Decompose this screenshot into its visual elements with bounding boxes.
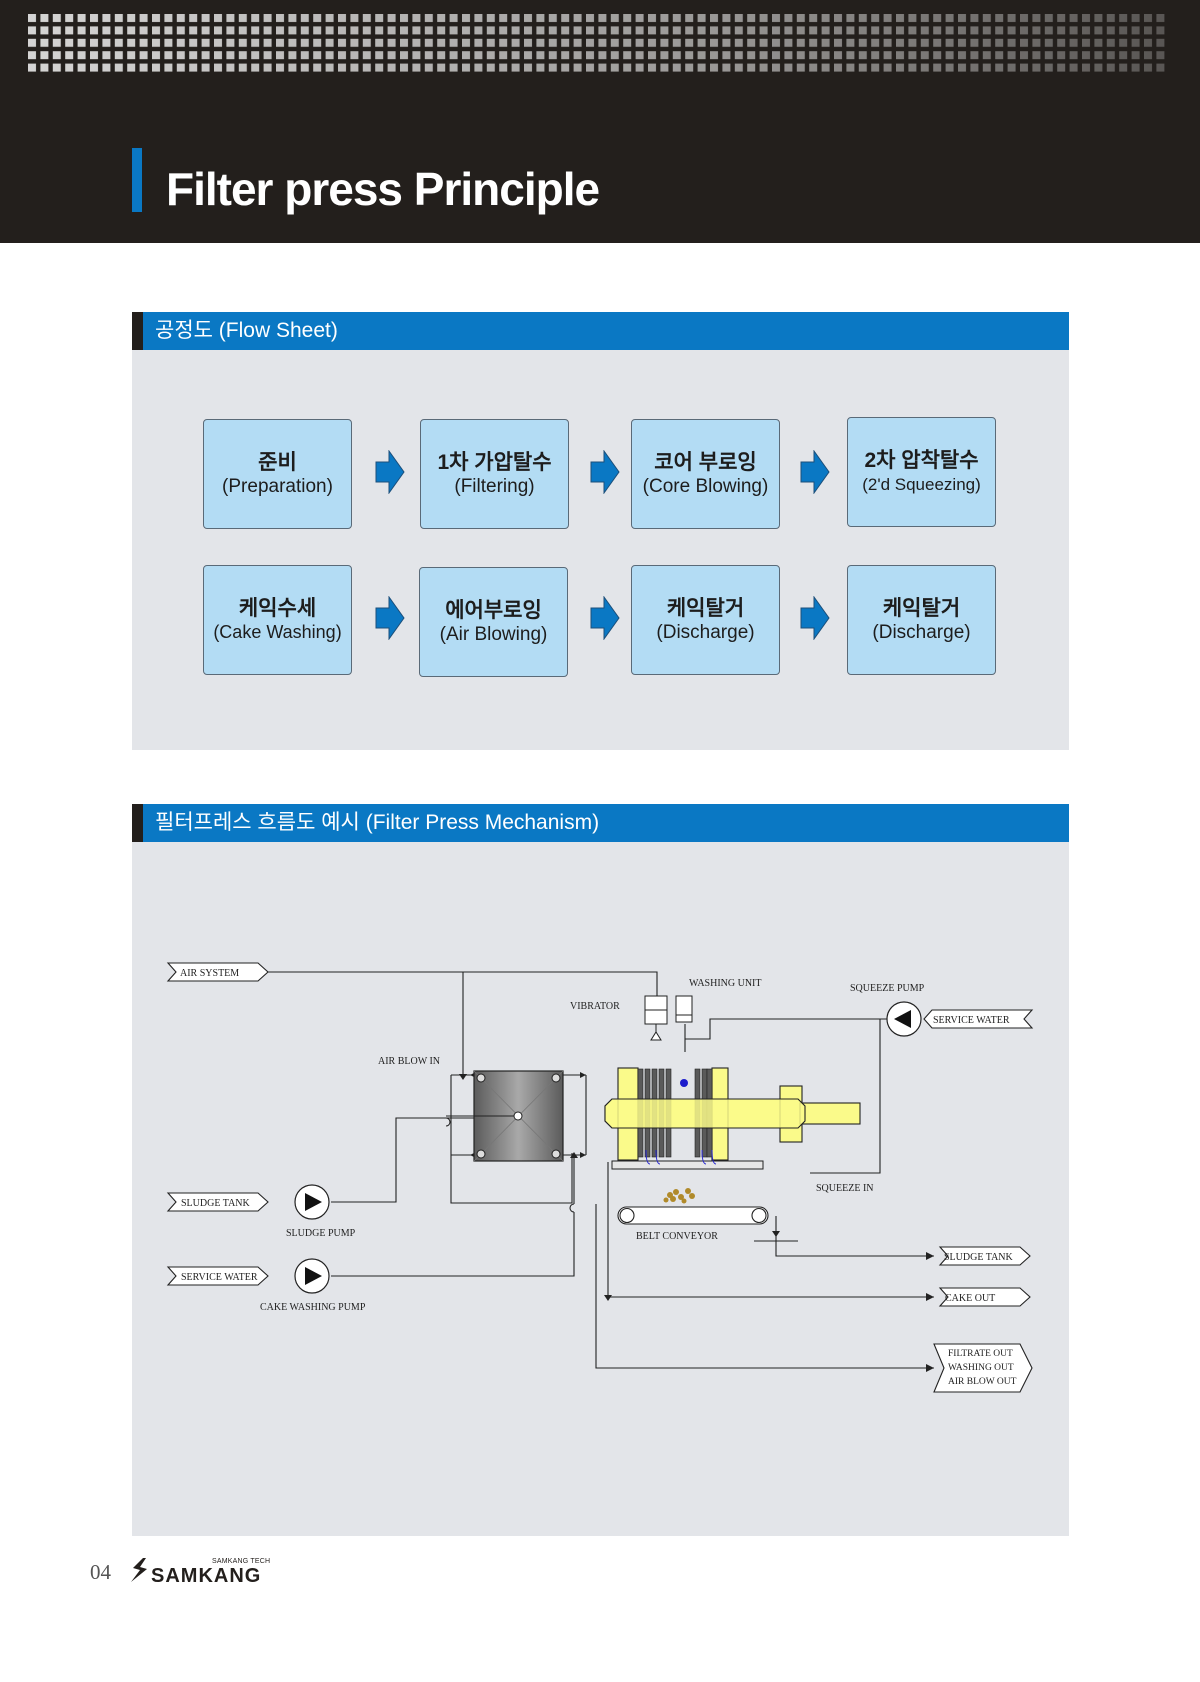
step-label-ko: 케익수세 (238, 597, 317, 620)
cake-washing-pump-label: CAKE WASHING PUMP (260, 1302, 366, 1313)
flow-arrow-icon (800, 596, 830, 640)
mechanism-title: 필터프레스 흐름도 예시 (Filter Press Mechanism) (155, 811, 600, 834)
service-water-right-label: SERVICE WATER (933, 1015, 1010, 1026)
cake-washing-pump-icon (294, 1258, 330, 1294)
filter-plate-block (446, 1070, 564, 1162)
logo-wordmark: SAMKANG (151, 1565, 262, 1587)
flow-step-preparation: 준비 (Preparation) (203, 419, 352, 529)
air-system-label: AIR SYSTEM (180, 968, 239, 979)
flow-step-air-blowing: 에어부로잉 (Air Blowing) (419, 567, 568, 677)
flow-sheet-panel: 준비 (Preparation) 1차 가압탈수 (Filtering) 코어 … (132, 350, 1069, 750)
step-label-ko: 케익탈거 (666, 597, 745, 620)
sludge-pump-label: SLUDGE PUMP (286, 1228, 356, 1239)
air-blow-in-label: AIR BLOW IN (378, 1056, 440, 1067)
washing-nozzle-icon (680, 1079, 688, 1087)
section-header-edge (132, 804, 143, 842)
page-title: Filter press Principle (166, 163, 600, 215)
step-label-en: (Filtering) (454, 476, 535, 497)
filtrate-out-label: FILTRATE OUT (948, 1349, 1013, 1359)
step-label-ko: 에어부로잉 (445, 599, 542, 622)
filter-press-diagram: AIR SYSTEM WASHING UNIT SQUEEZE PUMP VIB… (166, 962, 1034, 1393)
sludge-tank-in-tag (166, 1192, 269, 1212)
flow-sheet-header: 공정도 (Flow Sheet) (132, 312, 1069, 350)
dot-pattern-decoration (28, 14, 1168, 76)
flow-step-discharge-2: 케익탈거 (Discharge) (847, 565, 996, 675)
belt-conveyor-label: BELT CONVEYOR (636, 1231, 718, 1242)
washing-unit-icon (675, 995, 693, 1023)
flow-step-core-blowing: 코어 부로잉 (Core Blowing) (631, 419, 780, 529)
belt-conveyor-icon (617, 1206, 769, 1225)
step-label-en: (Core Blowing) (642, 476, 769, 497)
service-water-right-tag (923, 1009, 1034, 1029)
step-label-ko: 코어 부로잉 (654, 451, 757, 474)
step-label-en: (Discharge) (872, 622, 971, 643)
squeeze-pump-label: SQUEEZE PUMP (850, 983, 925, 994)
page-header: Filter press Principle (0, 0, 1200, 243)
washing-unit-label: WASHING UNIT (689, 978, 762, 989)
cake-out-label: CAKE OUT (945, 1293, 995, 1304)
sludge-tank-right-label: SLUDGE TANK (944, 1252, 1014, 1263)
flow-arrow-icon (375, 596, 405, 640)
section-header-edge (132, 312, 143, 350)
mechanism-panel: AIR SYSTEM WASHING UNIT SQUEEZE PUMP VIB… (132, 842, 1069, 1536)
sludge-tank-out-tag (938, 1246, 1031, 1266)
vibrator-icon (644, 995, 668, 1041)
washing-out-label: WASHING OUT (948, 1363, 1014, 1373)
cake-particles-icon (663, 1188, 695, 1204)
step-label-en: (Discharge) (656, 622, 755, 643)
step-label-en: (2'd Squeezing) (862, 475, 981, 494)
service-water-in-tag (166, 1266, 269, 1286)
filtrate-out-tag (933, 1343, 1033, 1393)
flow-step-discharge: 케익탈거 (Discharge) (631, 565, 780, 675)
filter-press-machine (604, 1067, 861, 1170)
flow-arrow-icon (590, 450, 620, 494)
step-label-en: (Air Blowing) (439, 624, 548, 645)
flow-arrow-icon (590, 596, 620, 640)
logo-tagline: SAMKANG TECH (212, 1558, 271, 1565)
page-number: 04 (90, 1560, 111, 1584)
step-label-en: (Cake Washing) (213, 622, 342, 642)
vibrator-label: VIBRATOR (570, 1001, 620, 1012)
sludge-pump-icon (294, 1184, 330, 1220)
air-blow-out-label: AIR BLOW OUT (948, 1377, 1017, 1387)
step-label-ko: 케익탈거 (882, 597, 961, 620)
cake-out-tag (938, 1287, 1031, 1307)
flow-step-2nd-squeezing: 2차 압착탈수 (2'd Squeezing) (847, 417, 996, 527)
step-label-ko: 준비 (258, 451, 297, 474)
flow-sheet-title: 공정도 (Flow Sheet) (155, 319, 338, 342)
flow-step-filtering: 1차 가압탈수 (Filtering) (420, 419, 569, 529)
squeeze-pump-icon (886, 1001, 922, 1037)
title-accent-bar (132, 148, 142, 212)
step-label-en: (Preparation) (222, 476, 333, 497)
squeeze-in-label: SQUEEZE IN (816, 1183, 874, 1194)
flow-arrow-icon (375, 450, 405, 494)
service-water-left-label: SERVICE WATER (181, 1272, 258, 1283)
step-label-ko: 2차 압착탈수 (864, 449, 979, 472)
mechanism-header: 필터프레스 흐름도 예시 (Filter Press Mechanism) (132, 804, 1069, 842)
samkang-logo-icon (131, 1558, 147, 1582)
flow-arrow-icon (800, 450, 830, 494)
flow-step-cake-washing: 케익수세 (Cake Washing) (203, 565, 352, 675)
sludge-tank-left-label: SLUDGE TANK (181, 1198, 251, 1209)
step-label-ko: 1차 가압탈수 (437, 451, 552, 474)
air-system-tag (166, 962, 269, 982)
